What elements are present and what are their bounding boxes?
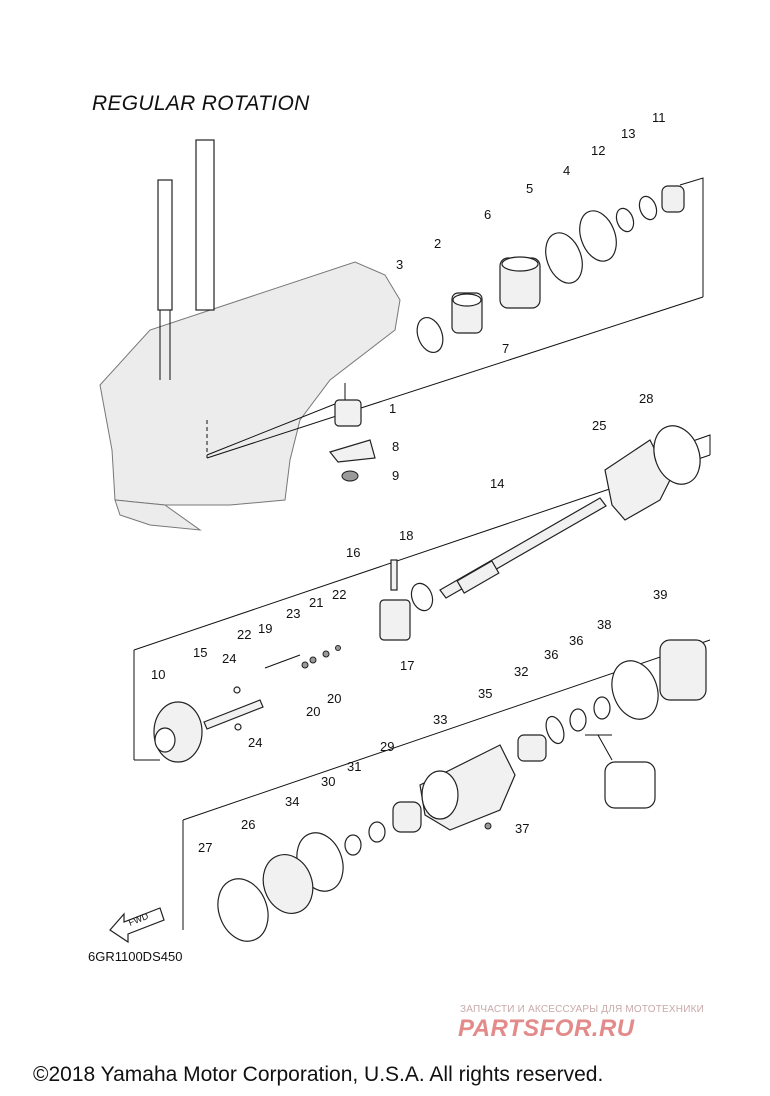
callout-11: 11 [652, 110, 666, 125]
callout-18: 18 [399, 528, 413, 543]
callout-39: 39 [653, 587, 667, 602]
callout-24a: 24 [222, 651, 236, 666]
callout-15: 15 [193, 645, 207, 660]
callout-19: 19 [258, 621, 272, 636]
watermark-tagline: ЗАПЧАСТИ И АКСЕССУАРЫ ДЛЯ МОТОТЕХНИКИ [460, 1004, 705, 1015]
callout-34: 34 [285, 794, 299, 809]
callout-27: 27 [198, 840, 212, 855]
callout-7: 7 [502, 341, 509, 356]
callout-26: 26 [241, 817, 255, 832]
lower-casing-housing [99, 139, 401, 531]
callout-28: 28 [639, 391, 653, 406]
callout-36b: 36 [569, 633, 583, 648]
callout-4: 4 [563, 163, 570, 178]
parts [109, 185, 707, 944]
callout-31: 31 [347, 759, 361, 774]
callout-3: 3 [396, 257, 403, 272]
copyright-text: ©2018 Yamaha Motor Corporation, U.S.A. A… [33, 1063, 604, 1086]
callout-21: 21 [309, 595, 323, 610]
callout-14: 14 [490, 476, 504, 491]
callout-1: 1 [389, 401, 396, 416]
callout-37: 37 [515, 821, 529, 836]
callout-29: 29 [380, 739, 394, 754]
callout-20b: 20 [327, 691, 341, 706]
callout-32: 32 [514, 664, 528, 679]
fwd-arrow-icon [109, 907, 165, 944]
callout-22a: 22 [237, 627, 251, 642]
callout-8: 8 [392, 439, 399, 454]
callout-labels: 1 2 3 4 5 6 7 8 9 10 11 12 13 14 15 16 1… [127, 110, 667, 928]
callout-5: 5 [526, 181, 533, 196]
callout-35: 35 [478, 686, 492, 701]
callout-13: 13 [621, 126, 635, 141]
watermark-logo: PARTSFOR.RU [458, 1015, 635, 1042]
callout-12: 12 [591, 143, 605, 158]
callout-30: 30 [321, 774, 335, 789]
callout-22b: 22 [332, 587, 346, 602]
callout-23: 23 [286, 606, 300, 621]
callout-9: 9 [392, 468, 399, 483]
callout-6: 6 [484, 207, 491, 222]
callout-25: 25 [592, 418, 606, 433]
callout-24b: 24 [248, 735, 262, 750]
callout-10: 10 [151, 667, 165, 682]
page-title: REGULAR ROTATION [92, 92, 310, 115]
callout-33: 33 [433, 712, 447, 727]
leader-lines [133, 177, 711, 930]
diagram-code: 6GR1100DS450 [88, 949, 183, 964]
callout-17: 17 [400, 658, 414, 673]
callout-20a: 20 [306, 704, 320, 719]
callout-16: 16 [346, 545, 360, 560]
callout-36a: 36 [544, 647, 558, 662]
callout-38: 38 [597, 617, 611, 632]
callout-2: 2 [434, 236, 441, 251]
